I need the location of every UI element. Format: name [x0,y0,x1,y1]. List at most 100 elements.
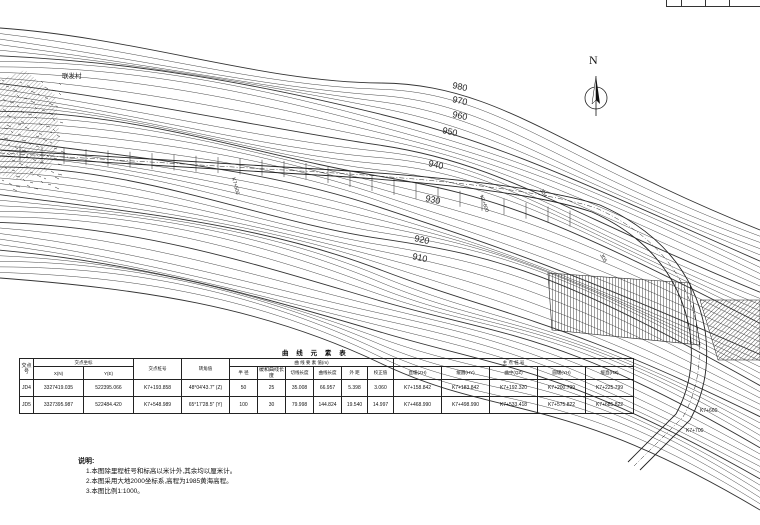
contour-line [0,88,760,299]
cell-x: 3327419.035 [33,379,84,397]
cell-e: 19.540 [341,396,368,414]
cell-jd: JD5 [19,396,34,414]
map-labels: 980970960950940930920910K7+500K7+600JD4J… [62,71,718,434]
terrain-mark [55,105,59,108]
contour-line [0,94,760,305]
terrain-mark [50,170,55,174]
header-qz: 曲中(QZ) [489,366,538,380]
alignment-label: K7+500 [230,177,240,196]
cell-hy: K7+183.842 [441,379,490,397]
cell-ls: 30 [257,396,286,414]
notes: 说明: 1.本图除里程桩号和标高以米计外,其余均以厘米计。 2.本图采用大地20… [78,457,236,497]
contour-lines [0,27,760,511]
terrain-mark [58,92,62,96]
cell-jd: JD4 [19,379,34,397]
cell-hz: K7+225.799 [584,379,635,397]
cell-j: 14.997 [367,396,394,414]
cell-station: K7+548.989 [133,396,182,414]
header-r: 半 径 [229,366,258,380]
terrain-mark [47,183,52,186]
hatched-slope-area [547,272,701,346]
header-zh: 直缓(ZH) [393,366,442,380]
table-row: JD4 3327419.035 522395.066 K7+193.858 48… [19,379,635,397]
terrain-mark [54,176,60,180]
terrain-mark [58,82,62,86]
contour-label: 910 [412,251,429,264]
contour-line [0,38,760,243]
road-edge-line [0,149,708,471]
alignment-label: K7+700 [686,428,704,434]
header-angle: 转角值 [181,358,230,380]
cell-station: K7+193.858 [133,379,182,397]
header-t: 切线长度 [285,366,314,380]
terrain-mark [54,186,60,190]
contour-line [0,194,760,418]
header-elements: 曲 线 要 素 值(m) [229,358,394,367]
contour-line [0,272,760,504]
header-y: Y(E) [83,366,134,380]
cell-zh: K7+158.842 [393,379,442,397]
contour-line [0,105,760,318]
notes-heading: 说明: [78,458,95,465]
terrain-mark [36,174,42,178]
cell-e: 5.398 [341,379,368,397]
cell-angle: 48°04′43.7″ (Z) [181,379,230,397]
curve-elements-table: 交点号 交点坐标 交点桩号 转角值 曲 线 要 素 值(m) 主 点 桩 号 X… [19,358,635,414]
terrain-mark [53,157,58,160]
cell-yh: K7+200.799 [537,379,586,397]
cell-t: 35.008 [285,379,314,397]
terrain-mark [40,180,44,184]
cell-y: 522395.066 [83,379,134,397]
contour-line [0,83,760,293]
contour-line [0,188,760,411]
terrain-mark [8,182,13,186]
contour-line [0,161,760,380]
table-title: 曲 线 元 素 表 [282,350,349,357]
terrain-mark [51,89,57,92]
cell-ls: 25 [257,379,286,397]
contour-line [0,238,760,467]
title-block [666,0,760,7]
terrain-mark [59,121,64,124]
title-block-divider [729,0,730,7]
contour-line [0,33,760,237]
hillside-dense-area [0,70,60,180]
contour-line [0,66,760,274]
contour-line [0,116,760,330]
contour-label: 920 [414,233,431,246]
terrain-mark [12,188,18,192]
cell-j: 3.060 [367,379,394,397]
contour-label: 970 [452,94,469,107]
cell-hz: K7+685.822 [584,396,635,414]
header-ls: 缓和曲线长度 [257,366,286,380]
contour-line [0,77,760,287]
cell-angle: 65°17′28.5″ (Y) [181,396,230,414]
note-line: 1.本图除里程桩号和标高以米计外,其余均以厘米计。 [86,468,237,475]
terrain-mark [40,80,44,84]
contour-label: 950 [442,125,459,138]
terrain-mark [57,163,63,166]
cell-x: 3327395.987 [33,396,84,414]
alignment-label: K7+660 [700,408,718,414]
contour-line [0,266,760,498]
title-block-divider [681,0,682,7]
contour-line [0,72,760,280]
contour-line [0,61,760,268]
header-x: X(N) [33,366,84,380]
header-station: 交点桩号 [133,358,182,380]
terrain-mark [26,184,31,188]
contour-label: 930 [425,193,442,206]
contour-label: 960 [452,109,469,122]
cell-yh: K7+575.822 [537,396,586,414]
cell-r: 100 [229,396,258,414]
cell-y: 522484.420 [83,396,134,414]
terrain-mark [29,181,34,184]
header-e: 外 距 [341,366,368,380]
header-l: 曲线长度 [313,366,342,380]
north-arrow-icon [584,75,608,116]
terrain-mark [1,179,5,182]
cell-hy: K7+498.990 [441,396,490,414]
alignment-label: JD4 [538,188,548,199]
place-label: 联发村 [62,71,82,80]
